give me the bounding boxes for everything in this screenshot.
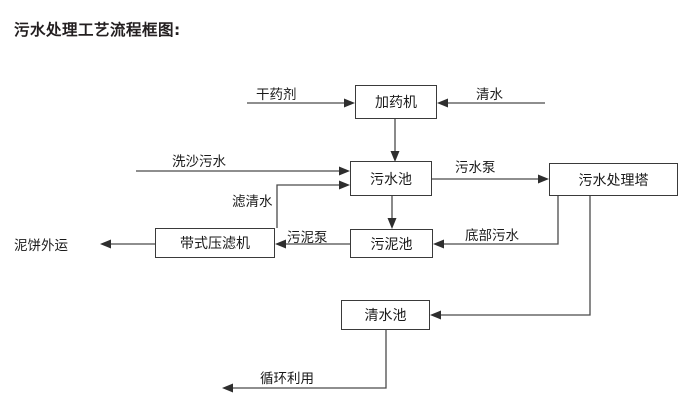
node-treatment-tower[interactable]: 污水处理塔 [549, 163, 678, 196]
terminal-label-mud-cake-out: 泥饼外运 [14, 238, 68, 254]
terminal-label-recycle-use: 循环利用 [260, 371, 314, 387]
edge-label-filtered-clear-water: 滤清水 [232, 194, 273, 210]
wire-tower-to-clean-pool [437, 196, 591, 316]
arrowhead-sand-wash [339, 166, 350, 176]
node-sludge-pool[interactable]: 污泥池 [350, 229, 433, 258]
wire-filtered-clear-water [276, 184, 343, 228]
node-sewage-pool[interactable]: 污水池 [350, 161, 432, 196]
arrowhead-bottom-sewage [433, 239, 444, 249]
node-clean-water-pool-label: 清水池 [364, 308, 407, 324]
edge-label-sewage-pump: 污水泵 [455, 160, 496, 176]
wire-bottom-sewage [440, 196, 559, 245]
arrowhead-tower-to-clean-pool [430, 310, 441, 320]
node-treatment-tower-label: 污水处理塔 [578, 172, 649, 189]
edge-label-sand-wash-sewage: 洗沙污水 [172, 154, 226, 170]
arrowhead-dry-agent [344, 98, 355, 108]
arrowhead-clean-water-in [437, 98, 448, 108]
node-clean-water-pool[interactable]: 清水池 [341, 300, 430, 330]
node-belt-filter-press[interactable]: 带式压滤机 [155, 228, 275, 258]
node-dosing-machine[interactable]: 加药机 [355, 85, 437, 119]
edge-label-dry-agent: 干药剂 [256, 87, 297, 103]
edge-label-bottom-sewage: 底部污水 [465, 228, 519, 244]
node-sludge-pool-label: 污泥池 [370, 236, 413, 253]
arrowhead-mud-cake-out [100, 239, 111, 249]
arrowhead-sewage-pump [538, 174, 549, 184]
edge-label-clean-water-in: 清水 [476, 87, 503, 103]
node-dosing-machine-label: 加药机 [375, 95, 417, 111]
edge-label-sludge-pump: 污泥泵 [287, 230, 328, 246]
arrowhead-recycle-use [222, 383, 233, 393]
arrowhead-dosing-to-sewage [390, 151, 400, 162]
page-title: 污水处理工艺流程框图: [14, 21, 181, 39]
node-belt-filter-press-label: 带式压滤机 [180, 236, 250, 252]
arrowhead-filtered-clear-water [339, 180, 350, 190]
node-sewage-pool-label: 污水池 [370, 171, 412, 188]
arrowhead-sludge-pump [275, 239, 286, 249]
wire-recycle-use [229, 330, 387, 389]
arrowhead-sewage-to-sludge [387, 218, 397, 229]
